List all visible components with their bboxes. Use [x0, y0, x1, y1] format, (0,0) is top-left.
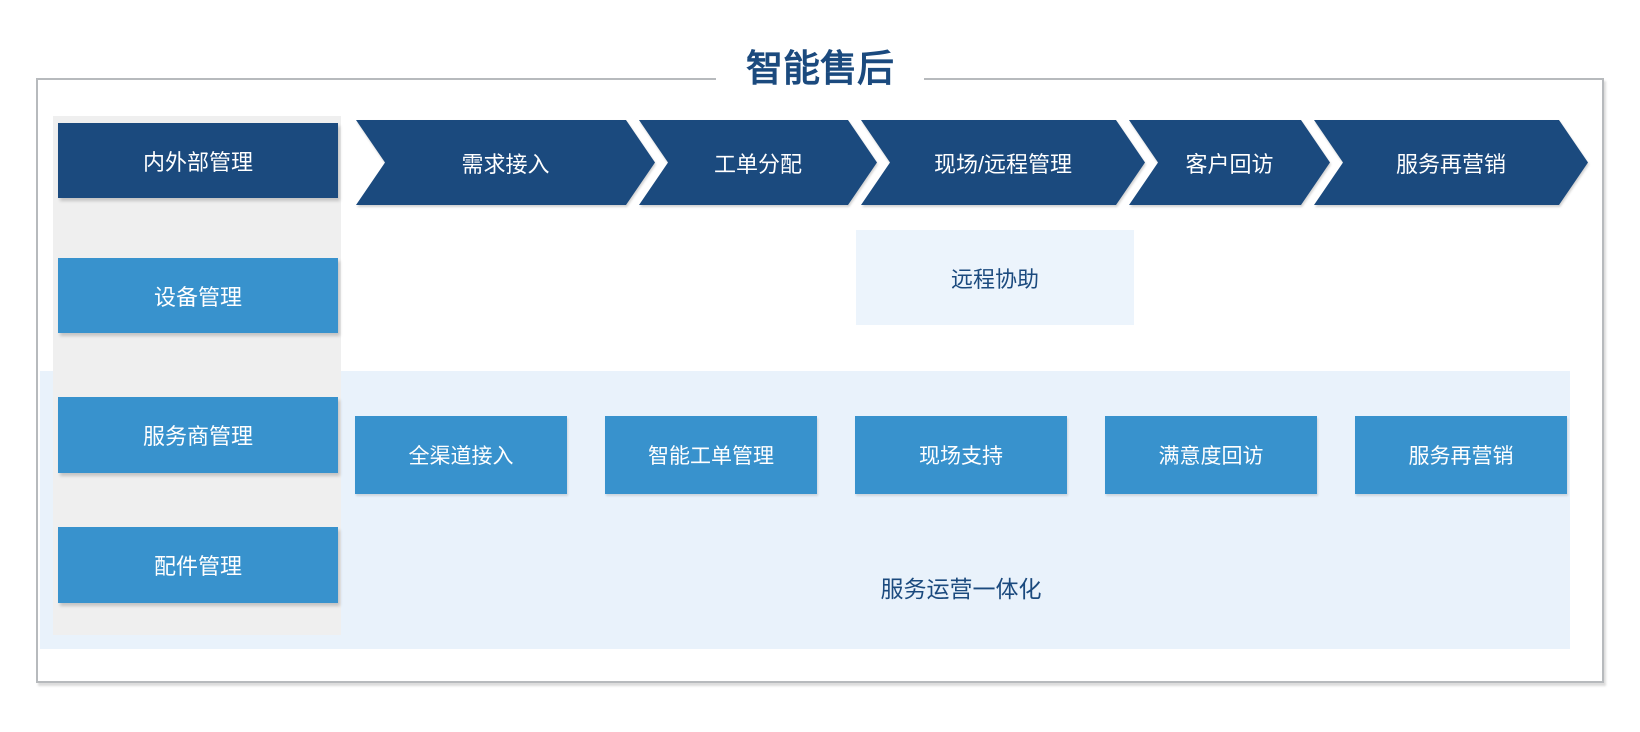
capability-onsite-support: 现场支持: [855, 416, 1067, 494]
chevron-arrow-shape: 需求接入: [356, 120, 655, 205]
sidebar-item-equipment-management: 设备管理: [58, 258, 338, 333]
flow-step-service-remarketing: 服务再营销: [1314, 120, 1588, 205]
capability-service-remarketing: 服务再营销: [1355, 416, 1567, 494]
sidebar-item-internal-external-management: 内外部管理: [58, 123, 338, 198]
sidebar-item-label: 服务商管理: [142, 424, 253, 449]
flow-step-onsite-remote-management: 现场/远程管理: [861, 120, 1145, 205]
capability-smart-ticket-management: 智能工单管理: [605, 416, 817, 494]
sidebar-item-parts-management: 配件管理: [58, 527, 338, 603]
flow-step-ticket-dispatch: 工单分配: [639, 120, 877, 205]
sidebar-item-label: 设备管理: [153, 284, 242, 310]
remote-assist-box: 远程协助: [856, 230, 1134, 325]
process-flow-row: 需求接入 工单分配 现场/远程管理 客户回访 服务再营销: [356, 120, 1588, 205]
ops-integration-label: 服务运营一体化: [880, 576, 1042, 602]
chevron-arrow-shape: 现场/远程管理: [861, 120, 1145, 205]
sidebar-item-label: 配件管理: [153, 554, 242, 579]
capability-row: 全渠道接入 智能工单管理 现场支持 满意度回访 服务再营销: [355, 416, 1567, 494]
chevron-arrow-shape: 工单分配: [639, 120, 877, 205]
remote-assist-label: 远程协助: [950, 266, 1039, 292]
chevron-arrow-shape: 客户回访: [1129, 120, 1330, 205]
diagram-title: 智能售后: [716, 44, 924, 94]
capability-omnichannel-intake: 全渠道接入: [355, 416, 567, 494]
sidebar-item-label: 内外部管理: [142, 149, 253, 175]
chevron-arrow-shape: 服务再营销: [1314, 120, 1588, 205]
flow-step-customer-followup: 客户回访: [1129, 120, 1330, 205]
flow-step-demand-intake: 需求接入: [356, 120, 655, 205]
capability-satisfaction-followup: 满意度回访: [1105, 416, 1317, 494]
sidebar-item-service-provider-management: 服务商管理: [58, 397, 338, 473]
